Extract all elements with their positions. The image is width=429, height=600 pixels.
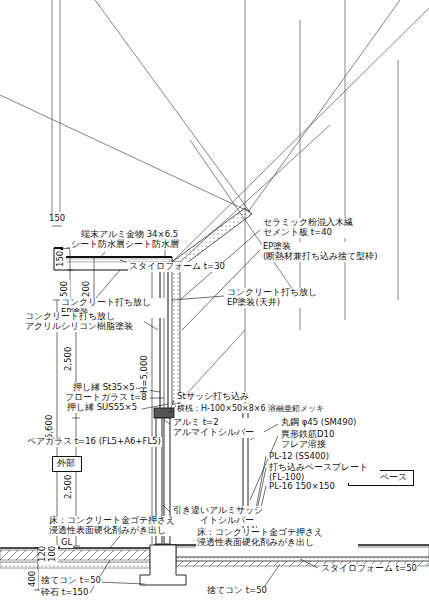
- callout-text: スタイロフォーム t=50: [320, 564, 418, 574]
- callout-text: コンクリート打ち放し アクリルシリコン樹脂塗装: [24, 312, 144, 332]
- callout-text: 押し縁 SUS55×5: [66, 403, 138, 413]
- ground: [0, 545, 429, 585]
- callout-text: 異形鉄筋D10 フレア溶接: [280, 430, 356, 450]
- callout-text: ペアガラス t=16 (FL5+A6+FL5): [26, 437, 162, 447]
- callout-text: スタイロフォーム t=30: [128, 262, 226, 272]
- area-label-box: 外部: [52, 456, 82, 472]
- structure-lines: [0, 0, 429, 410]
- area-name: 外部: [57, 458, 77, 469]
- dimension-text: 400: [28, 570, 38, 588]
- dimension-text: 150: [56, 250, 66, 268]
- dimension-text: 2,500: [64, 474, 74, 500]
- transom: [154, 408, 174, 418]
- callout-text: フロートガラス t=8: [64, 393, 148, 403]
- callout-text: アルミ t=2 アルマイトシルバー: [172, 418, 264, 438]
- callout-text: Stサッシ打ち込み: [176, 392, 250, 402]
- callout-text: シート防水層: [70, 240, 126, 250]
- dimension-text: 500: [60, 280, 70, 298]
- callout-text: シート防水層: [124, 240, 180, 250]
- callout-text: コンクリート打ち放し EP塗装(天井): [226, 288, 332, 308]
- callout-text: 捨てコン t=50: [40, 576, 102, 586]
- callout-text: 横桟：H-100×50×8×6 溶融亜鉛メッキ: [176, 404, 325, 413]
- callout-text: 捨てコン t=50: [206, 586, 268, 596]
- callout-text: PL-12 (SS400): [268, 452, 330, 462]
- callout-text: 砕石 t=150: [40, 588, 89, 598]
- callout-text: GL: [60, 538, 73, 548]
- dimension-text: 120: [38, 545, 48, 563]
- callout-text: 打ち込みベースプレート (FL-100): [268, 463, 380, 483]
- dimension-text: 2,500: [64, 346, 74, 372]
- callout-text: 150: [48, 214, 66, 224]
- dimension-text: 100: [48, 545, 58, 563]
- callout-text: EP塗装 (断熱材兼打ち込み捨て型枠): [262, 242, 396, 262]
- callout-text: PL-16 150×150: [268, 482, 336, 492]
- callout-text: 押し縁 St35×5: [72, 383, 136, 393]
- dimension-text: 200: [82, 280, 92, 298]
- callout-text: 端末アルミ金物 34×6.5: [80, 230, 179, 240]
- float-glass: [160, 270, 168, 408]
- callout-text: セラミック粉混入木繊 セメント板 t=40: [262, 218, 364, 238]
- callout-text: 床：コンクリート金ゴテ押さえ 浸透性表面硬化剤みがき出し: [48, 516, 200, 536]
- callout-text: 丸鋼 φ45 (SM490): [280, 418, 357, 428]
- callout-text: 床：コンクリート金ゴテ押さえ 浸透性表面硬化剤みがき出し: [196, 528, 358, 548]
